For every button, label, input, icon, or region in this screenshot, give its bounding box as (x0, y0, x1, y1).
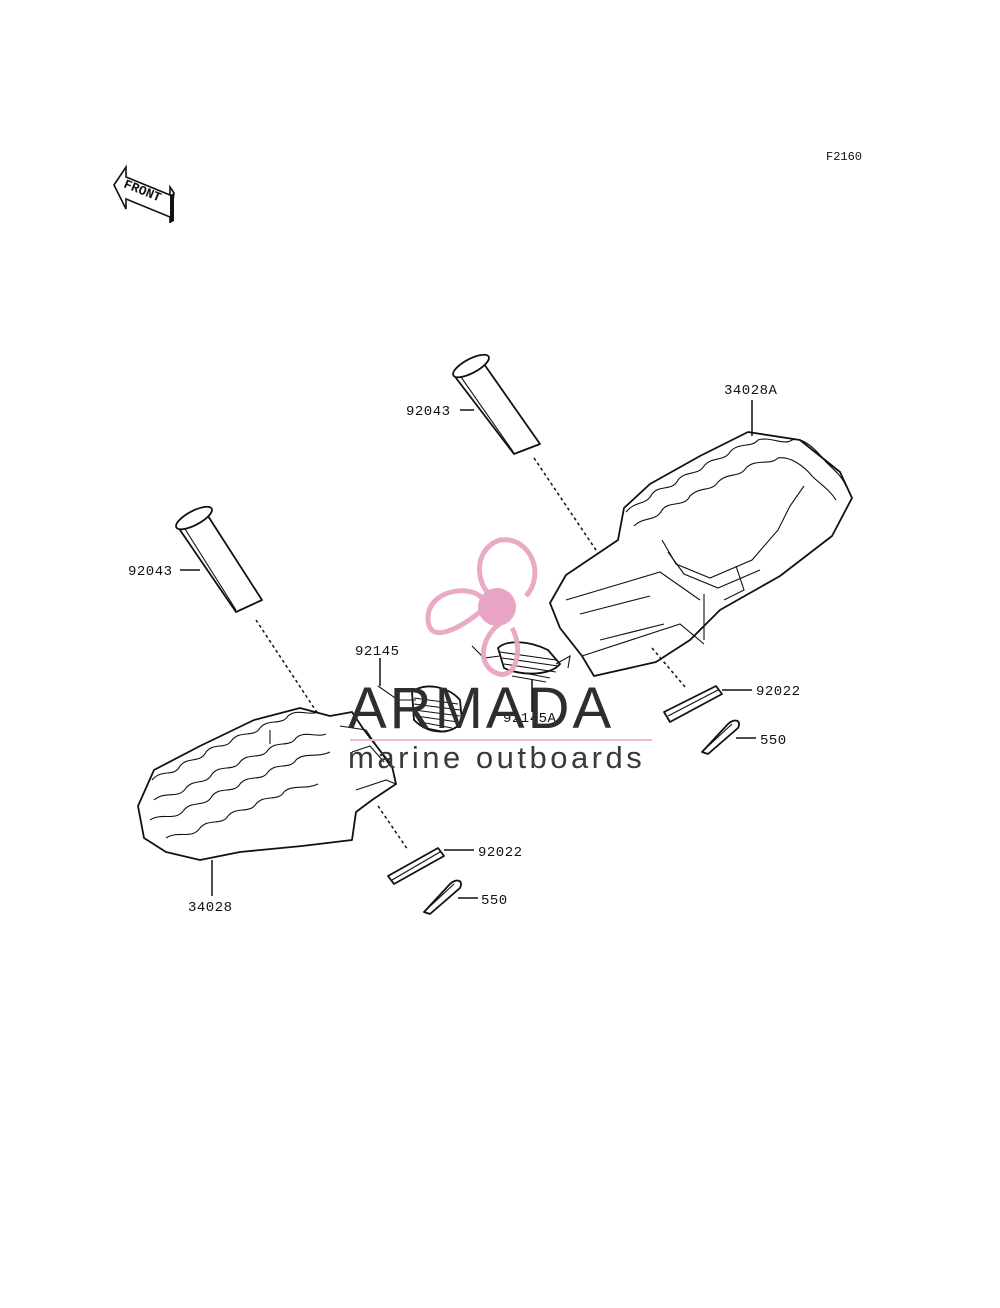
cotter-pin-left (423, 879, 462, 915)
washer-left (387, 847, 445, 885)
label-step-right: 34028A (724, 383, 778, 399)
washer-right (663, 685, 723, 723)
pin-right (452, 353, 541, 455)
label-pin-left: 92043 (128, 564, 173, 580)
label-washer-left: 92022 (478, 845, 523, 861)
watermark-subtitle: marine outboards (348, 740, 645, 775)
leader-washer-right-axis (651, 647, 687, 689)
label-cotter-right: 550 (760, 733, 787, 749)
label-cotter-left: 550 (481, 893, 508, 909)
label-spring-left: 92145 (355, 644, 400, 660)
leader-pin-left-axis (255, 619, 323, 721)
pin-left (175, 505, 263, 613)
footrest-left (137, 707, 397, 861)
cotter-pin-right (701, 719, 740, 755)
label-spring-right: 92145A (503, 711, 557, 727)
spring-left (377, 685, 463, 733)
leader-pin-right-axis (533, 457, 601, 557)
footrest-right (549, 431, 853, 677)
figure-code: F2160 (826, 150, 862, 164)
label-pin-right: 92043 (406, 404, 451, 420)
propeller-logo-icon (425, 537, 538, 677)
label-step-left: 34028 (188, 900, 233, 916)
label-washer-right: 92022 (756, 684, 801, 700)
leader-washer-left-axis (377, 805, 409, 851)
front-direction-arrow-icon: FRONT (113, 164, 175, 224)
watermark-title: ARMADA (348, 676, 614, 741)
